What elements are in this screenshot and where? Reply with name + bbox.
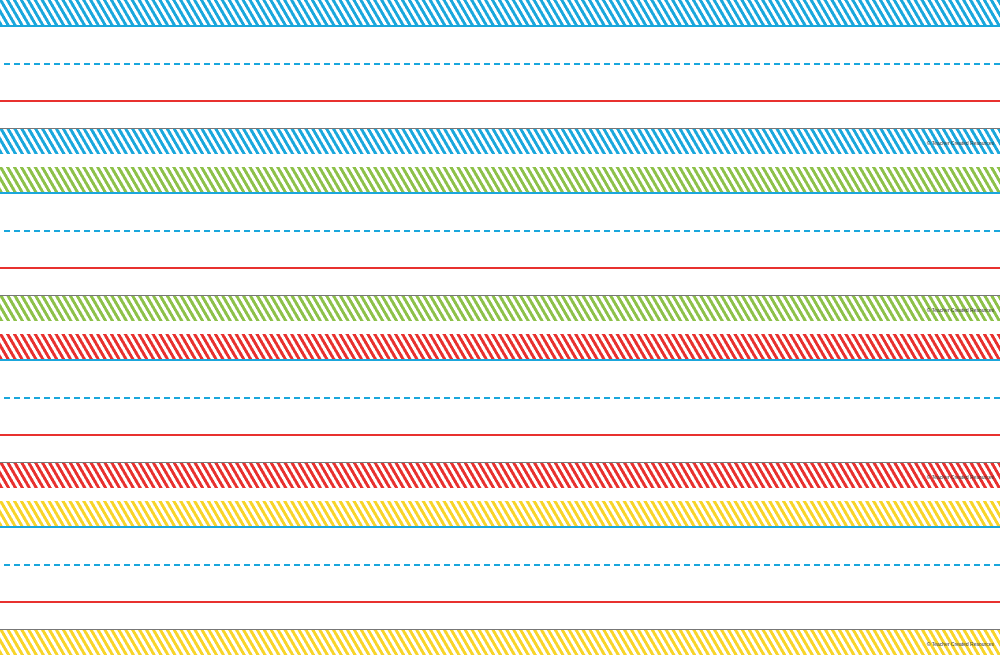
baseline — [0, 267, 1000, 269]
sentence-strip: © Teacher Created Resources — [0, 0, 1000, 167]
bottom-scribble-band — [0, 462, 1000, 488]
copyright-text: © Teacher Created Resources — [926, 642, 994, 648]
bottom-scribble-band — [0, 295, 1000, 321]
top-scribble-band — [0, 501, 1000, 527]
copyright-text: © Teacher Created Resources — [926, 475, 994, 481]
sentence-strip: © Teacher Created Resources — [0, 167, 1000, 334]
midline-dashed — [4, 564, 1000, 566]
headline — [0, 359, 1000, 361]
headline — [0, 192, 1000, 194]
top-scribble-band — [0, 167, 1000, 193]
midline-dashed — [4, 397, 1000, 399]
top-scribble-band — [0, 0, 1000, 26]
headline — [0, 25, 1000, 27]
copyright-text: © Teacher Created Resources — [926, 141, 994, 147]
midline-dashed — [4, 63, 1000, 65]
copyright-text: © Teacher Created Resources — [926, 308, 994, 314]
baseline — [0, 100, 1000, 102]
top-scribble-band — [0, 334, 1000, 360]
sentence-strip: © Teacher Created Resources — [0, 501, 1000, 668]
midline-dashed — [4, 230, 1000, 232]
bottom-scribble-band — [0, 629, 1000, 655]
headline — [0, 526, 1000, 528]
baseline — [0, 434, 1000, 436]
bottom-scribble-band — [0, 128, 1000, 154]
baseline — [0, 601, 1000, 603]
sentence-strip: © Teacher Created Resources — [0, 334, 1000, 501]
